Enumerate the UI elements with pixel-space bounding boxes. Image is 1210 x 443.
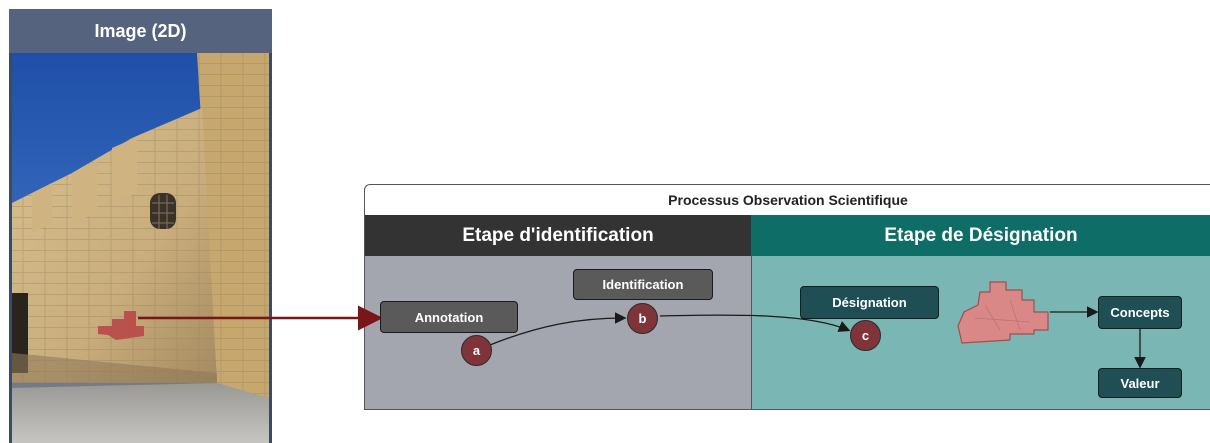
concepts-node: Concepts: [1098, 296, 1182, 329]
marker-c: c: [850, 320, 881, 351]
stage-designation-header: Etape de Désignation: [751, 215, 1210, 256]
identification-node: Identification: [573, 269, 713, 300]
designated-shape: [957, 281, 1049, 344]
stage-identification-header: Etape d'identification: [365, 215, 751, 256]
building-photo: [12, 53, 269, 443]
designation-node: Désignation: [800, 286, 939, 319]
a-to-b-curve: [489, 312, 627, 346]
marker-a: a: [461, 335, 492, 366]
b-to-c-curve: [659, 314, 851, 332]
image-panel-title: Image (2D): [9, 9, 272, 53]
annotation-node: Annotation: [380, 301, 518, 333]
marker-b: b: [627, 303, 658, 334]
valeur-node: Valeur: [1098, 368, 1182, 398]
process-title: Processus Observation Scientifique: [668, 192, 908, 208]
image-2d-panel: Image (2D): [9, 9, 272, 443]
